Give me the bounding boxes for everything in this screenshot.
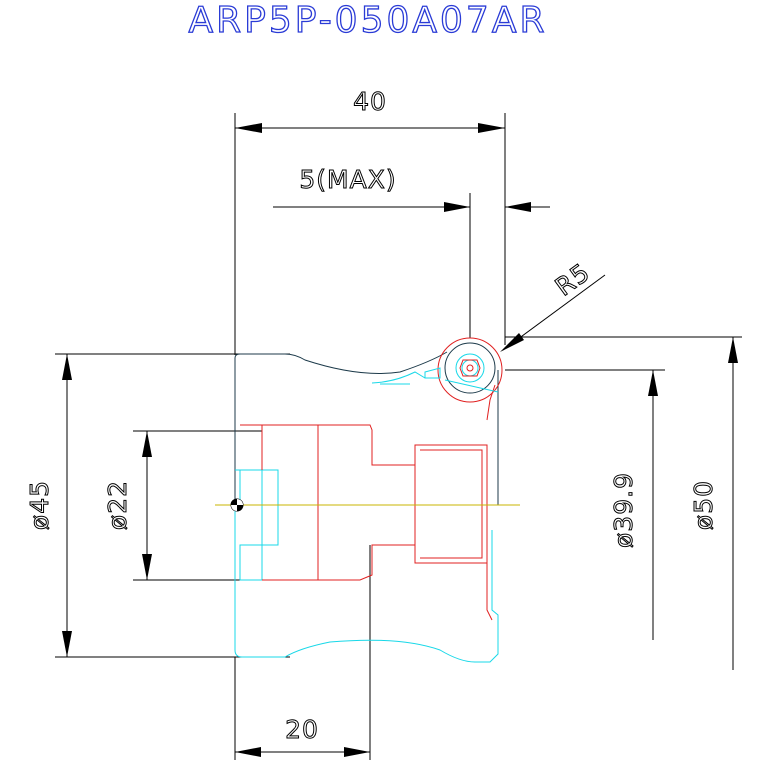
dimension-d39-9-label: ø39.9	[609, 472, 638, 548]
center-axis	[215, 498, 520, 512]
cutting-insert	[424, 337, 503, 403]
dimension-d22-label: ø22	[103, 480, 132, 530]
dimension-r5: R5	[500, 257, 606, 352]
drawing-title: ARP5P-050A07AR	[189, 0, 548, 41]
dimension-d22: ø22	[103, 430, 262, 581]
dimension-40: 40	[234, 87, 506, 355]
dimension-20: 20	[234, 545, 371, 760]
dimension-d45-label: ø45	[25, 480, 54, 530]
dimension-20-label: 20	[285, 715, 319, 744]
dimension-d50: ø50	[505, 336, 742, 670]
dimension-d45: ø45	[25, 353, 290, 658]
dimension-d50-label: ø50	[689, 480, 718, 530]
dimension-d39-9: ø39.9	[505, 369, 665, 640]
dimension-r5-label: R5	[550, 257, 596, 301]
dimension-5max: 5(MAX)	[273, 165, 550, 338]
dimension-40-label: 40	[353, 87, 387, 116]
internal-cavity	[240, 384, 496, 621]
dimension-5max-label: 5(MAX)	[299, 165, 396, 194]
part-outline	[234, 351, 499, 663]
